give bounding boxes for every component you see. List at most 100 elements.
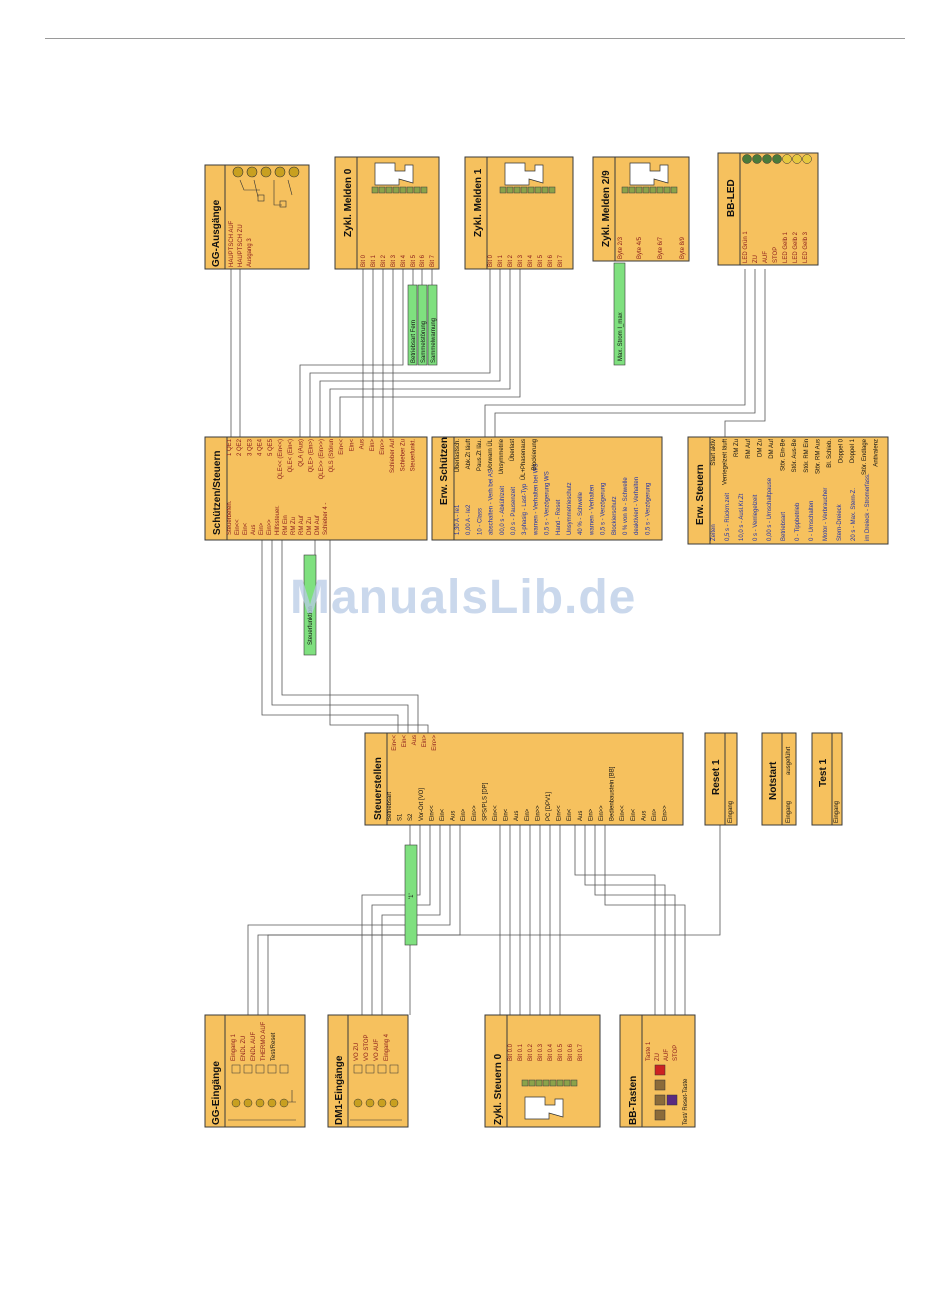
bb-tasten-zu: ZU (655, 1053, 661, 1061)
erws-left-1: 0,00 A - Ie2 (466, 504, 472, 535)
schuetzen-right-6: QLE< (Ein<) (288, 439, 294, 472)
bb-led-stop: STOP (773, 247, 779, 263)
block-schuetzen-steuern[interactable]: Schützen/Steuern (204, 436, 428, 541)
erws-right-7: Blockierung (532, 439, 538, 470)
steuerstellen-item-5: Ein< (440, 808, 446, 821)
steuerstellen-item-23: Ein< (631, 808, 637, 821)
erwst-right-11: Doppel 0 (839, 438, 845, 463)
gg-ausgaenge-port-1: HAUPTSCH AUF (229, 220, 235, 267)
steuerstellen-item-25: Ein> (652, 808, 658, 821)
erws-right-3: Vorwarn ÜL (487, 438, 494, 470)
gg-ausgaenge-title: GG-Ausgänge (211, 199, 222, 267)
erwst-left-8: Motor - Verbraucher (823, 488, 829, 541)
steuerstellen-top-3: Ein> (422, 735, 428, 748)
schuetzen-left-10: DM Zu (307, 517, 313, 535)
block-erw-schuetzen[interactable]: Erw. Schützen (431, 436, 663, 541)
block-bb-led[interactable]: BB-LED LED Grün 1 ZU AUF STOP LED Gelb 1… (717, 152, 819, 266)
steuerstellen-title: Steuerstellen (373, 757, 384, 820)
erws-left-16: deaktiviert - Verhalten (634, 477, 640, 535)
steuerstellen-item-0: Betriebsart (387, 792, 393, 821)
erws-left-2: 10 - Class (477, 508, 483, 535)
erwst-right-14: Antivalenz (873, 439, 879, 467)
block-bb-tasten[interactable]: BB-Tasten Taste 1 ZU AUF STOP Test/ Rese… (619, 1014, 696, 1128)
green-label-eins: '1' (404, 844, 418, 946)
melden29-byte23: Byte 2/3 (618, 236, 624, 259)
erwst-left-9: Stern-Dreieck (837, 503, 843, 541)
block-gg-ausgaenge[interactable]: GG-Ausgänge HAUPTSCH AUF HAUPTSCH ZU Aus… (204, 164, 310, 270)
schuetzen-right-1: 2 QE2 (237, 438, 243, 456)
melden0-bit3: Bit 3 (391, 254, 397, 267)
reset-1-title: Reset 1 (711, 759, 722, 795)
block-zykl-melden-2-9[interactable]: Zykl. Melden 2/9 Byte 2/3 Byte 4/5 Byte … (592, 156, 690, 262)
steuern0-leds (521, 1079, 578, 1087)
dm1-switches (350, 1064, 402, 1121)
block-dm1-eingaenge[interactable]: DM1-Eingänge VO ZU VO STOP VO AUF Eingan… (327, 1014, 409, 1128)
schuetzen-right-15: Ein>> (380, 439, 386, 455)
page-rule (45, 38, 905, 39)
block-erw-steuern[interactable]: Erw. Steuern (687, 436, 889, 545)
melden1-bit3: Bit 3 (518, 254, 524, 267)
block-zykl-melden-1[interactable]: Zykl. Melden 1 Bit 0 Bit 1 Bit 2 Bit 3 B… (464, 156, 574, 270)
melden29-byte67: Byte 6/7 (658, 236, 664, 259)
bb-led-zu: ZU (753, 255, 759, 263)
bb-tasten-test-reset: Test/ Reset-Taste (683, 1078, 689, 1125)
schuetzen-left-4: Ein> (259, 522, 265, 535)
steuerstellen-item-4: Ein<< (429, 805, 435, 821)
melden0-bit0: Bit 0 (361, 254, 367, 267)
erws-right-5: Überlast (509, 439, 516, 462)
dm1-vo-zu: VO ZU (354, 1043, 360, 1061)
block-zykl-melden-0[interactable]: Zykl. Melden 0 Bit 0 Bit 1 Bit 2 Bit 3 B… (334, 156, 440, 270)
steuerstellen-item-7: Ein> (461, 808, 467, 821)
steuerstellen-item-22: Ein<< (620, 805, 626, 821)
erwst-right-4: DM Zu (757, 439, 763, 457)
schuetzen-left-5: Ein>> (267, 519, 273, 535)
schuetzen-left-9: RM Auf (299, 515, 305, 535)
schuetzen-right-16: Schieber Auf (390, 439, 396, 473)
steuern0-bit03: Bit 0.3 (538, 1043, 544, 1061)
green-label-max-strom: Max. Strom I_max (613, 262, 626, 366)
green-steuerfunktion: Steuerfunktion (308, 606, 314, 645)
reset-1-eingang: Eingang (728, 801, 734, 823)
block-gg-eingaenge[interactable]: GG-Eingänge Eingang 1 ENDL ZU ENDL AUF T… (204, 1014, 306, 1128)
block-notstart[interactable]: Notstart Eingang ausgeführt (761, 732, 797, 826)
schuetzen-right-7: QLA (Aus) (298, 439, 304, 467)
block-zykl-steuern-0[interactable]: Zykl. Steuern 0 Bit 0.0 Bit 0.1 Bit 0.2 … (484, 1014, 601, 1128)
erwst-right-7: Stör. Aus-Be (792, 438, 798, 472)
notstart-ausgefuehrt: ausgeführt (786, 746, 792, 775)
erws-left-7: warnen - Verhalten bei WS (533, 464, 539, 536)
erws-left-5: 0,0 s - Pausenzeit (511, 487, 517, 535)
steuern0-bit04: Bit 0.4 (548, 1043, 554, 1061)
block-reset-1[interactable]: Reset 1 Eingang (704, 732, 738, 826)
erws-right-6: ÜL+Phasenaus (520, 439, 527, 480)
melden0-bit1: Bit 1 (371, 254, 377, 267)
erws-left-3: abschalten - Verh bei AS (489, 469, 495, 535)
zykl-melden-1-title: Zykl. Melden 1 (473, 168, 484, 237)
bb-taste-1: Taste 1 (646, 1041, 652, 1061)
melden29-byte45: Byte 4/5 (637, 236, 643, 259)
erwst-left-11: im Dreieck - Stromerfass. (865, 473, 871, 541)
bb-tasten-stop: STOP (673, 1045, 679, 1061)
steuerstellen-top-0: Ein<< (392, 735, 398, 751)
schuetzen-right-12: Ein< (349, 439, 355, 452)
erwst-right-8: Stör. RM Ein (804, 439, 810, 473)
schuetzen-left-3: Aus (251, 525, 257, 535)
steuern0-bit07: Bit 0.7 (578, 1043, 584, 1061)
bb-tasten-title: BB-Tasten (628, 1076, 639, 1125)
gg-eingaenge-switches (228, 1064, 296, 1121)
erws-left-13: 0,5 s - Verzögerung (601, 483, 607, 535)
block-steuerstellen[interactable]: Steuerstellen (364, 732, 684, 826)
block-test-1[interactable]: Test 1 Eingang (811, 732, 843, 826)
steuerstellen-item-10: Ein<< (493, 805, 499, 821)
steuerstellen-item-24: Aus (641, 811, 647, 821)
schuetzen-right-4: 5 QE5 (268, 438, 274, 456)
melden1-bit0: Bit 0 (488, 254, 494, 267)
erwst-left-7: 0 - Umschalten (809, 501, 815, 541)
steuerstellen-item-11: Ein< (504, 808, 510, 821)
erwst-right-0: Start aktiv (711, 439, 717, 466)
schuetzen-right-8: QLE> (Ein>) (309, 439, 315, 472)
gg-endl-auf: ENDL AUF (251, 1032, 257, 1061)
erw-steuern-title: Erw. Steuern (695, 464, 706, 525)
